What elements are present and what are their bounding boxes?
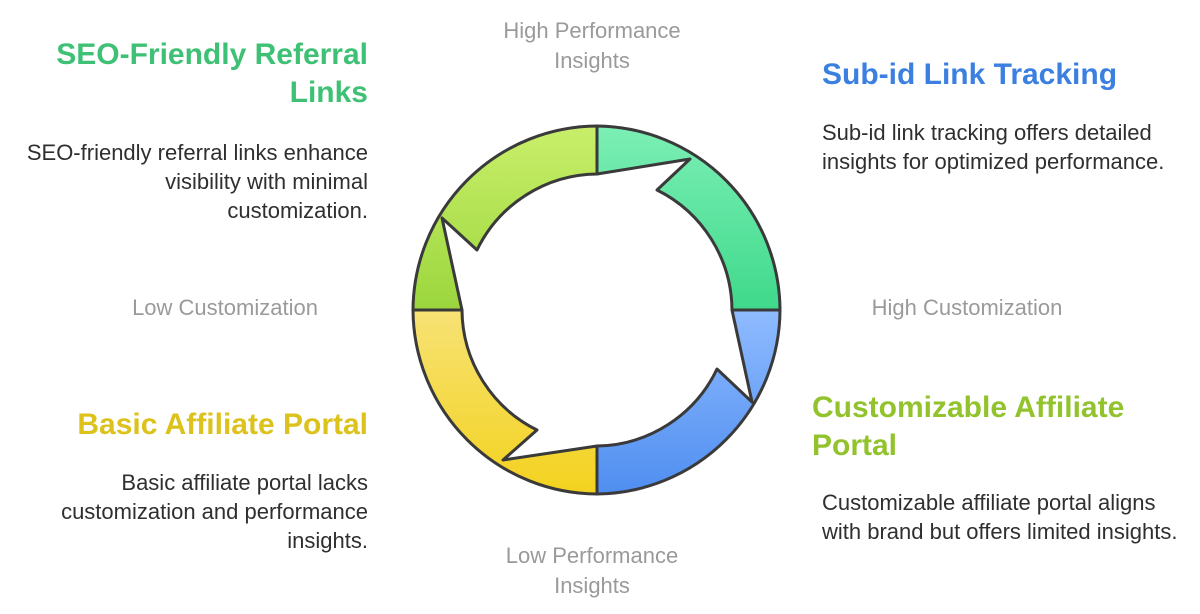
cycle-segment-bottom-left [411,308,599,496]
axis-label-high-customization: High Customization [871,295,1063,320]
quadrant-description-basic-affiliate-portal: Basic affiliate portal lacks customizati… [61,470,368,553]
quadrant-title-sub-id-link-tracking: Sub-id Link Tracking [822,58,1118,91]
cycle-segment-top-right [595,124,782,312]
axis-label-low-customization: Low Customization [132,295,318,320]
quadrant-title-seo-friendly-referral-links: SEO-Friendly Referral Links [56,38,368,109]
quadrant-title-customizable-affiliate-portal: Customizable Affiliate Portal [812,391,1125,462]
axis-label-low-performance-insights: Low Performance Insights [505,543,679,598]
quadrant-description-sub-id-link-tracking: Sub-id link tracking offers detailed ins… [822,120,1165,174]
quadrant-description-customizable-affiliate-portal: Customizable affiliate portal aligns wit… [822,490,1178,544]
quadrant-description-seo-friendly-referral-links: SEO-friendly referral links enhance visi… [26,140,368,223]
quadrant-title-basic-affiliate-portal: Basic Affiliate Portal [77,408,368,441]
cycle-segment-top-left [411,124,599,312]
axis-label-high-performance-insights: High Performance Insights [503,18,681,73]
cycle-segment-bottom-right [595,308,782,496]
